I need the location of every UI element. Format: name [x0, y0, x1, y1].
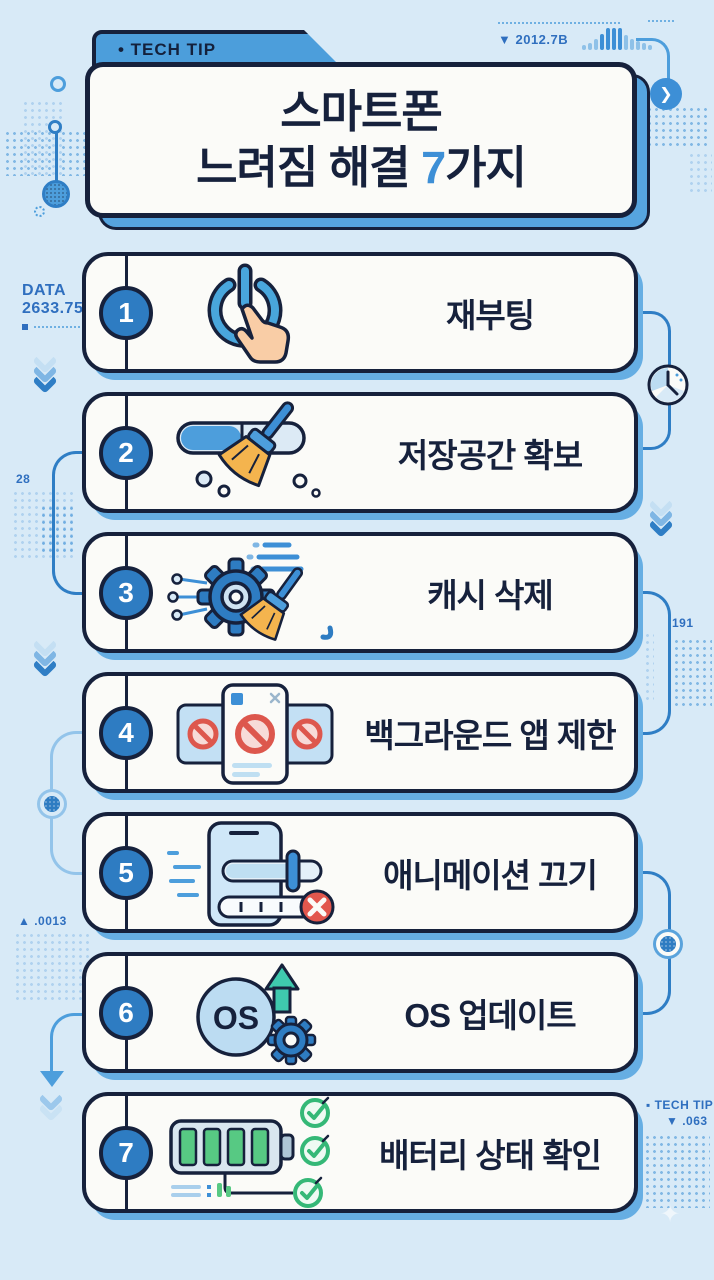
storage-clean-icon	[175, 400, 321, 498]
step-number: 7	[118, 1136, 134, 1168]
step-number-badge: 1	[99, 285, 153, 340]
connector-node-right	[660, 936, 676, 952]
node-circle-small	[48, 120, 62, 134]
title-prefix: 느려짐 해결	[196, 142, 422, 193]
dot-matrix-bottom-right	[644, 1134, 710, 1208]
dot-matrix-top-left-2	[22, 100, 66, 176]
connector-right-1b	[620, 403, 671, 450]
step-card-2: 2 저장공간 확보	[82, 392, 638, 513]
stat-data-label: DATA 2633.75	[22, 282, 83, 318]
step-label: OS 업데이트	[404, 996, 576, 1034]
node-line	[55, 128, 58, 188]
data-value: 2633.75	[22, 300, 84, 317]
node-circle-large	[42, 180, 70, 208]
connector-node-left	[44, 796, 60, 812]
stat-right-mid: 191	[672, 616, 694, 630]
page-title-line1: 스마트폰	[280, 85, 443, 137]
stat-left-lower: ▲ .0013	[18, 914, 67, 928]
sparkle-decoration: ✦	[660, 1201, 681, 1228]
connector-left-2-3	[52, 451, 96, 595]
title-card: 스마트폰 느려짐 해결 7가지	[85, 62, 637, 218]
step-number-badge: 5	[99, 845, 153, 900]
step-label: 배터리 상태 확인	[379, 1136, 602, 1174]
step-number: 3	[118, 576, 134, 608]
step-number: 2	[118, 436, 134, 468]
title-suffix: 가지	[445, 142, 527, 193]
power-reboot-icon	[207, 263, 290, 364]
step-number-badge: 3	[99, 565, 153, 620]
pointing-hand	[233, 303, 290, 364]
step-label: 애니메이션 끄기	[383, 856, 598, 894]
dot-matrix-top-left	[4, 130, 94, 176]
circle-outline-decoration	[50, 76, 66, 92]
dot-matrix-right-mid-2	[666, 638, 712, 708]
step-number: 5	[118, 856, 134, 888]
data-dot-square	[22, 324, 28, 330]
stat-left-mid: 28	[16, 472, 31, 486]
step-card-6: 6 OS OS 업데이트	[82, 952, 638, 1073]
connector-right-3-4	[620, 591, 671, 735]
step-number-badge: 6	[99, 985, 153, 1040]
stat-bottom-right-label: ▪ TECH TIP	[646, 1098, 714, 1112]
title-number: 7	[421, 142, 446, 193]
connector-top-right	[636, 38, 670, 80]
step-card-5: 5 애니메이션 끄기	[82, 812, 638, 933]
os-icon-text: OS	[212, 1000, 258, 1036]
step-number-badge: 2	[99, 425, 153, 480]
chevrons-down-left-2	[32, 632, 58, 678]
step-label: 재부팅	[445, 296, 535, 334]
cache-clear-icon	[166, 542, 333, 641]
chevrons-down-left-1	[32, 348, 58, 394]
dotted-line-top	[498, 22, 620, 24]
step-card-1: 1 재부팅	[82, 252, 638, 373]
connector-right-1	[620, 311, 671, 407]
arrow-down-icon	[40, 1071, 64, 1087]
data-dotted-line	[34, 326, 112, 328]
step-card-4: 4 백그라운드 앱 제한	[82, 672, 638, 793]
animation-off-icon	[166, 820, 334, 927]
dot-matrix-top-right	[646, 106, 710, 148]
tech-tip-label: • TECH TIP	[118, 40, 217, 59]
step-number: 4	[118, 716, 134, 748]
os-update-icon: OS	[195, 963, 316, 1065]
step-number-badge: 7	[99, 1125, 153, 1180]
chevrons-down-left-3	[38, 1086, 64, 1122]
step-label: 캐시 삭제	[427, 576, 554, 614]
battery-check-icon	[168, 1096, 330, 1208]
step-card-7: 7	[82, 1092, 638, 1213]
background-app-limit-icon	[176, 682, 333, 785]
dotted-circle	[34, 206, 45, 217]
chevron-right-circle-icon: ❯	[650, 78, 682, 110]
chevron-right-glyph: ❯	[659, 86, 673, 103]
dot-matrix-top-right-2	[688, 152, 712, 192]
step-number: 6	[118, 996, 134, 1028]
step-number-badge: 4	[99, 705, 153, 760]
stat-top-right: ▼ 2012.7B	[498, 32, 569, 47]
step-label: 백그라운드 앱 제한	[364, 716, 616, 754]
clock-icon	[647, 364, 689, 406]
step-label: 저장공간 확보	[397, 436, 583, 474]
step-card-3: 3	[82, 532, 638, 653]
connector-left-6-tail	[50, 1055, 53, 1071]
dot-matrix-left-lower	[14, 932, 90, 1002]
step-number: 1	[118, 296, 134, 328]
dotted-line-top-2	[648, 20, 674, 22]
page-title-line2: 느려짐 해결 7가지	[196, 140, 527, 196]
dot-matrix-right-mid	[644, 632, 654, 700]
dot-matrix-left-mid-2	[40, 505, 76, 555]
connector-left-6-down	[50, 1013, 96, 1057]
stat-bottom-right-value: ▼ .063	[666, 1114, 708, 1128]
chevrons-down-right-1	[648, 492, 674, 538]
data-label: DATA	[22, 282, 67, 299]
